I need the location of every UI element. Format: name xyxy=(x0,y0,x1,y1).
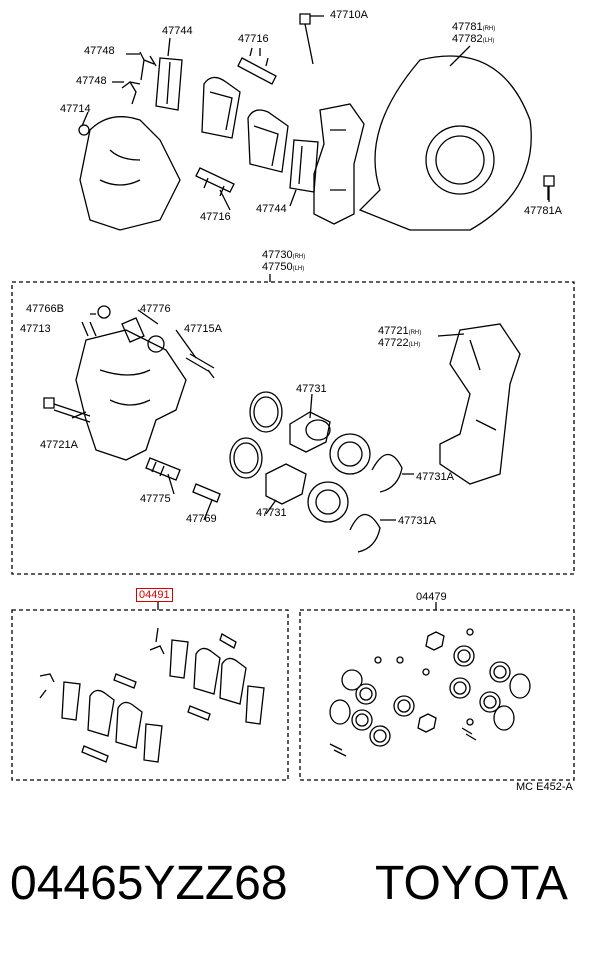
dust-shield-hub xyxy=(425,125,495,195)
boot xyxy=(147,335,165,353)
set-ring xyxy=(371,453,403,493)
install-bolt xyxy=(43,397,91,423)
dust-shield xyxy=(358,55,532,231)
label-47730-rh: (RH) xyxy=(292,254,306,260)
label-47744-2: 47744 xyxy=(256,203,287,215)
brake-pad xyxy=(201,76,241,139)
pad-kit-highlight[interactable]: 04491 xyxy=(136,588,173,602)
label-47713: 47713 xyxy=(20,323,51,335)
anti-squeal-clip-2 xyxy=(121,81,141,105)
label-47730: 47730(RH) xyxy=(262,250,305,263)
piston-dust-boot-2-inner xyxy=(315,489,341,515)
anti-squeal-clip xyxy=(139,51,157,81)
guide-pin xyxy=(185,353,215,379)
piston-top xyxy=(305,419,331,441)
label-47750-lh: (LH) xyxy=(292,266,305,272)
label-47714: 47714 xyxy=(60,103,91,115)
label-47722: 47722(LH) xyxy=(378,338,420,351)
label-47721a: 47721A xyxy=(40,439,78,451)
dust-shield-hub-inner xyxy=(435,135,485,185)
label-47769: 47769 xyxy=(186,513,217,525)
label-47731: 47731 xyxy=(296,383,327,395)
guide-boot xyxy=(145,457,181,481)
bushing xyxy=(78,124,90,136)
label-47716-2: 47716 xyxy=(200,211,231,223)
caliper-assembly-box xyxy=(11,281,575,575)
label-47782-number: 47782 xyxy=(452,33,483,45)
torque-plate xyxy=(313,103,365,225)
label-seal-kit: 04479 xyxy=(416,591,447,603)
label-47721-rh: (RH) xyxy=(408,330,422,336)
bleeder-cap xyxy=(97,305,111,319)
diagram-code: MC E452-A xyxy=(516,781,573,793)
label-47776: 47776 xyxy=(140,303,171,315)
label-47744: 47744 xyxy=(162,25,193,37)
piston-dust-boot xyxy=(329,433,371,475)
label-47782-lh: (LH) xyxy=(482,38,495,44)
label-47781a: 47781A xyxy=(524,205,562,217)
label-47722-lh: (LH) xyxy=(408,342,421,348)
caliper-housing xyxy=(79,116,181,231)
seal-kit-parts xyxy=(329,628,531,757)
bolt xyxy=(299,13,314,65)
bushing-2 xyxy=(121,317,145,343)
piston-seal-ring xyxy=(249,391,283,433)
pad-kit-parts xyxy=(39,627,265,763)
label-47722-number: 47722 xyxy=(378,337,409,349)
piston-seal xyxy=(229,437,263,479)
piston-dust-boot-inner xyxy=(337,441,363,467)
piston-seal-inner xyxy=(233,442,259,474)
piston-seal-ring-inner xyxy=(253,396,279,428)
set-ring-2 xyxy=(349,513,381,553)
label-47716: 47716 xyxy=(238,33,269,45)
piston-dust-boot-2 xyxy=(307,481,349,523)
label-47775: 47775 xyxy=(140,493,171,505)
label-pad-kit[interactable]: 04491 xyxy=(136,588,173,602)
label-47721-number: 47721 xyxy=(378,325,409,337)
label-47781-number: 47781 xyxy=(452,21,483,33)
label-47721: 47721(RH) xyxy=(378,326,421,339)
label-47750: 47750(LH) xyxy=(262,262,304,275)
label-47731a-2: 47731A xyxy=(398,515,436,527)
label-47748: 47748 xyxy=(84,45,115,57)
label-47731a: 47731A xyxy=(416,471,454,483)
brake-pad-2 xyxy=(247,109,289,173)
label-47781: 47781(RH) xyxy=(452,22,495,35)
bleeder-screw xyxy=(81,321,97,337)
pad-support-plate xyxy=(237,47,277,85)
label-47730-number: 47730 xyxy=(262,249,293,261)
slide-pin xyxy=(192,483,221,503)
caliper-bracket xyxy=(439,323,521,485)
label-47710a: 47710A xyxy=(330,9,368,21)
label-47766b: 47766B xyxy=(26,303,64,315)
caliper-body xyxy=(75,329,187,461)
piston-2 xyxy=(265,463,307,505)
hex-bolt xyxy=(543,175,555,202)
label-47782: 47782(LH) xyxy=(452,34,494,47)
pad-support-plate-2 xyxy=(195,167,235,197)
label-47750-number: 47750 xyxy=(262,261,293,273)
label-47748-2: 47748 xyxy=(76,75,107,87)
seal-kit-box xyxy=(299,609,575,781)
pad-kit-box xyxy=(11,609,289,781)
label-47781-rh: (RH) xyxy=(482,26,496,32)
part-number: 04465YZZ68 xyxy=(10,857,288,910)
brand-name: TOYOTA xyxy=(375,857,568,910)
label-47715a: 47715A xyxy=(184,323,222,335)
shim xyxy=(155,57,183,111)
label-47731-2: 47731 xyxy=(256,507,287,519)
